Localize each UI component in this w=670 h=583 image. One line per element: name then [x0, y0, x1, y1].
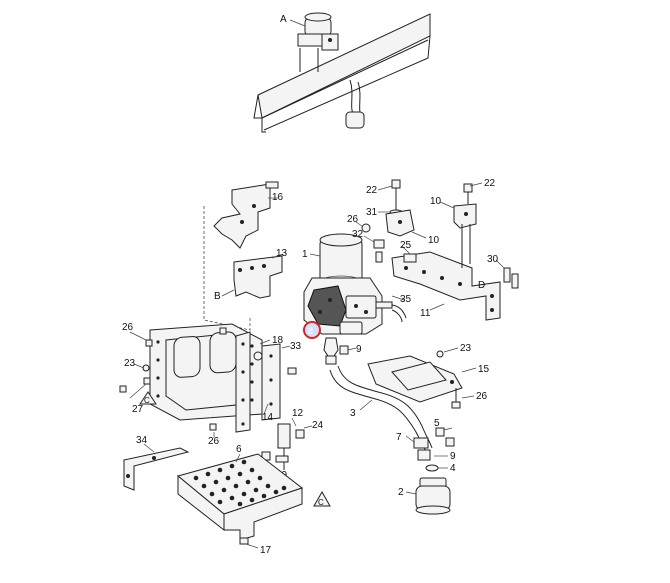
bracket-13: 13 B: [214, 248, 288, 302]
step-plate-holes: [193, 459, 287, 507]
callout-10-lower: 10: [428, 235, 440, 246]
callout-7: 7: [396, 432, 402, 443]
view-label-b: B: [214, 291, 221, 302]
triangle-c-left-label: C: [144, 396, 150, 405]
fitting-7: [413, 437, 429, 449]
callout-3: 3: [350, 408, 356, 419]
triangle-c-right: [313, 490, 331, 507]
callout-11: 11: [420, 308, 431, 319]
hose-fitting: [345, 111, 365, 129]
top-fittings: 26 32: [347, 214, 385, 263]
callout-34: 34: [136, 435, 148, 446]
callout-25: 25: [400, 240, 412, 251]
triangle-c-left: [139, 391, 157, 405]
callout-22-right: 22: [484, 178, 496, 189]
callout-6: 6: [236, 444, 242, 455]
lower-right-parts: 7 5 9 4 2: [396, 418, 456, 515]
fitting-8-highlight[interactable]: 8: [303, 321, 321, 339]
view-label-a: A: [280, 14, 287, 25]
callout-4: 4: [450, 463, 456, 474]
callout-22-left: 22: [366, 185, 378, 196]
bracket-11: 25 11 D 30: [391, 224, 519, 321]
bracket-10-lower: 10: [385, 209, 440, 246]
callout-2: 2: [398, 487, 404, 498]
callout-14: 14: [262, 412, 274, 423]
callout-18: 18: [272, 335, 284, 346]
callout-27: 27: [132, 404, 144, 415]
callout-26-right: 26: [476, 391, 488, 402]
bracket-10-small: 10 22: [430, 178, 496, 229]
shield-15: 15 23 26: [367, 343, 490, 409]
callout-13: 13: [276, 248, 288, 259]
callout-33: 33: [290, 341, 302, 352]
selected-callout-ring[interactable]: [303, 321, 321, 339]
bracket-34: 34: [123, 435, 190, 491]
callout-1: 1: [302, 249, 308, 260]
callout-8[interactable]: 8: [308, 326, 313, 336]
view-label-d: D: [478, 280, 485, 291]
callout-9-upper: 9: [356, 344, 362, 355]
callout-24: 24: [312, 420, 324, 431]
callout-31: 31: [366, 207, 378, 218]
frame-rail: [257, 13, 431, 119]
callout-10-top: 10: [430, 196, 442, 207]
callout-16: 16: [272, 192, 284, 203]
callout-26-bottom: 26: [208, 436, 220, 447]
step-plate-6: 6 17 C: [176, 444, 331, 556]
bracket-16: 16: [213, 181, 284, 249]
callout-23-right: 23: [460, 343, 472, 354]
mounting-plate: [149, 323, 281, 433]
callout-35: 35: [400, 294, 412, 305]
callout-5: 5: [434, 418, 440, 429]
callout-23-left: 23: [124, 358, 136, 369]
callout-30: 30: [487, 254, 499, 265]
callout-32: 32: [352, 229, 364, 240]
callout-12: 12: [292, 408, 304, 419]
air-dryer-assembly: 1 35: [302, 233, 412, 335]
callout-17: 17: [260, 545, 272, 556]
left-hardware: 26 23 27 C 26 18 33 14: [119, 322, 302, 447]
callout-9-lower: 9: [450, 451, 456, 462]
detail-view-a: A: [253, 12, 431, 133]
callout-26-top: 26: [347, 214, 359, 225]
callout-15: 15: [478, 364, 490, 375]
callout-26-left: 26: [122, 322, 134, 333]
fitting-9-upper: 9: [323, 337, 362, 365]
triangle-c-right-label: C: [318, 498, 324, 507]
